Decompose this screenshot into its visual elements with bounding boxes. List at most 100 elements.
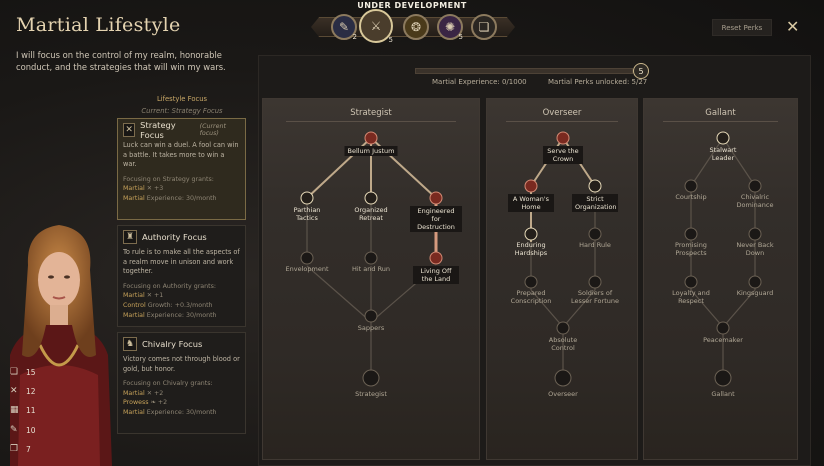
lifestyle-perk-count: 5 xyxy=(458,33,463,41)
perk-stalwart-leader[interactable] xyxy=(716,131,730,145)
perk-label: Bellum Justum xyxy=(344,146,398,156)
perk-chivalric-dominance[interactable] xyxy=(748,179,762,193)
lifestyle-martial-button[interactable]: ⚔ 5 xyxy=(359,9,393,44)
perk-label: Never Back Down xyxy=(736,241,774,257)
tree-divider xyxy=(286,121,456,122)
helmet-icon: ♞ xyxy=(123,337,137,351)
page-title: Martial Lifestyle xyxy=(16,14,181,36)
lifestyle-intrigue-button[interactable]: ✺ 5 xyxy=(437,14,463,41)
perk-label: Gallant xyxy=(711,390,735,398)
diplomacy-stat[interactable]: ❏ 15 xyxy=(10,367,36,378)
perk-hard-rule[interactable] xyxy=(588,227,602,241)
lifestyle-selector: ✎ 2 ⚔ 5 ❂ ✺ 5 ❏ xyxy=(311,9,515,44)
perk-label: Peacemaker xyxy=(703,336,743,344)
focus-text: Luck can win a duel. A fool can win a ba… xyxy=(123,141,239,169)
martial-stat[interactable]: ✕ 12 xyxy=(10,386,36,397)
perk-points-badge: 5 xyxy=(633,63,649,79)
perk-label: Hit and Run xyxy=(351,265,391,273)
authority-focus-card[interactable]: ♜ Authority Focus To rule is to make all… xyxy=(117,225,246,327)
perk-label: Living Off the Land xyxy=(413,266,459,284)
perk-label: Envelopment xyxy=(285,265,329,273)
lifestyle-perk-count: 2 xyxy=(352,33,357,41)
perk-courtship[interactable] xyxy=(684,179,698,193)
perk-label: Strategist xyxy=(355,390,387,398)
learning-stat[interactable]: ❐ 7 xyxy=(10,444,31,455)
experience-progress-bar xyxy=(415,68,633,74)
perk-label: Sappers xyxy=(357,324,385,332)
crossed-swords-icon: ✕ xyxy=(123,123,136,137)
perk-organized-retreat[interactable] xyxy=(364,191,378,205)
focus-grants: Focusing on Strategy grants: Martial ✕ +… xyxy=(123,175,217,202)
perk-kingsguard[interactable] xyxy=(748,275,762,289)
perk-label: Serve the Crown xyxy=(543,146,583,164)
perk-label: Kingsguard xyxy=(736,289,774,297)
current-focus-tag: (Current focus) xyxy=(199,123,226,137)
under-development-label: UNDER DEVELOPMENT xyxy=(357,1,467,10)
perk-envelopment[interactable] xyxy=(300,251,314,265)
perk-promising-prospects[interactable] xyxy=(684,227,698,241)
perk-prepared-conscription[interactable] xyxy=(524,275,538,289)
stewardship-icon: ▦ xyxy=(10,405,19,415)
perk-enduring-hardships[interactable] xyxy=(524,227,538,241)
perk-absolute-control[interactable] xyxy=(556,321,570,335)
lifestyle-perk-count: 5 xyxy=(388,36,393,44)
tree-title-overseer: Overseer xyxy=(542,108,582,118)
perk-never-back-down[interactable] xyxy=(748,227,762,241)
perk-label: Prepared Conscription xyxy=(510,289,552,305)
chivalry-focus-card[interactable]: ♞ Chivalry Focus Victory comes not throu… xyxy=(117,332,246,434)
lifestyle-description: I will focus on the control of my realm,… xyxy=(16,50,226,72)
current-focus-label: Current: Strategy Focus xyxy=(141,107,223,115)
perk-a-womans-home[interactable] xyxy=(524,179,538,193)
perk-overseer[interactable] xyxy=(554,369,572,387)
lifestyle-focus-heading: Lifestyle Focus xyxy=(156,95,208,103)
perk-soldiers-of-lesser-fortune[interactable] xyxy=(588,275,602,289)
martial-icon: ✕ xyxy=(146,185,153,193)
focus-grants: Focusing on Chivalry grants: Martial ✕ +… xyxy=(123,380,217,416)
strategy-focus-card[interactable]: ✕ Strategy Focus (Current focus) Luck ca… xyxy=(117,118,246,220)
perk-label: Strict Organization xyxy=(572,194,618,212)
perk-label: Chivalric Dominance xyxy=(736,193,774,209)
perk-label: Absolute Control xyxy=(548,336,578,352)
perk-label: Organized Retreat xyxy=(354,206,388,222)
perk-living-off-the-land[interactable] xyxy=(429,251,443,265)
focus-title: Authority Focus xyxy=(142,232,207,242)
intrigue-stat[interactable]: ✎ 10 xyxy=(10,425,36,436)
reset-perks-button[interactable]: Reset Perks xyxy=(712,19,772,36)
perk-peacemaker[interactable] xyxy=(716,321,730,335)
martial-icon: ✕ xyxy=(10,386,18,396)
tree-title-gallant: Gallant xyxy=(705,108,736,118)
perk-gallant[interactable] xyxy=(714,369,732,387)
scroll-icon: ✎ xyxy=(338,20,350,34)
perk-bellum-justum[interactable] xyxy=(364,131,378,145)
perk-parthian-tactics[interactable] xyxy=(300,191,314,205)
intrigue-icon: ✺ xyxy=(444,20,456,34)
perk-label: Enduring Hardships xyxy=(514,241,548,257)
martial-icon: ✕ xyxy=(146,292,153,300)
perk-hit-and-run[interactable] xyxy=(364,251,378,265)
perk-label: Overseer xyxy=(548,390,578,398)
perk-label: A Woman's Home xyxy=(508,194,554,212)
perk-loyalty-and-respect[interactable] xyxy=(684,275,698,289)
perk-serve-the-crown[interactable] xyxy=(556,131,570,145)
perk-sappers[interactable] xyxy=(364,309,378,323)
perk-engineered-for-destruction[interactable] xyxy=(429,191,443,205)
perk-strict-organization[interactable] xyxy=(588,179,602,193)
lifestyle-diplomacy-button[interactable]: ✎ 2 xyxy=(331,14,357,41)
perk-label: Stalwart Leader xyxy=(709,146,737,162)
lock-icon: ♜ xyxy=(123,230,137,244)
lifestyle-stewardship-button[interactable]: ❂ xyxy=(403,14,429,40)
tree-divider xyxy=(506,121,618,122)
focus-title: Strategy Focus xyxy=(140,120,176,140)
perk-label: Soldiers of Lesser Fortune xyxy=(571,289,619,305)
book-icon: ❏ xyxy=(478,20,490,34)
martial-icon: ✕ xyxy=(146,389,153,397)
focus-text: Victory comes not through blood or gold,… xyxy=(123,355,240,373)
stewardship-stat[interactable]: ▦ 11 xyxy=(10,405,36,416)
lifestyle-learning-button[interactable]: ❏ xyxy=(471,14,497,40)
character-portrait[interactable] xyxy=(0,205,118,466)
close-icon[interactable]: ✕ xyxy=(786,17,800,36)
perk-strategist[interactable] xyxy=(362,369,380,387)
coins-icon: ❂ xyxy=(410,20,422,34)
tree-title-strategist: Strategist xyxy=(350,108,392,118)
diplomacy-icon: ❏ xyxy=(10,367,19,377)
